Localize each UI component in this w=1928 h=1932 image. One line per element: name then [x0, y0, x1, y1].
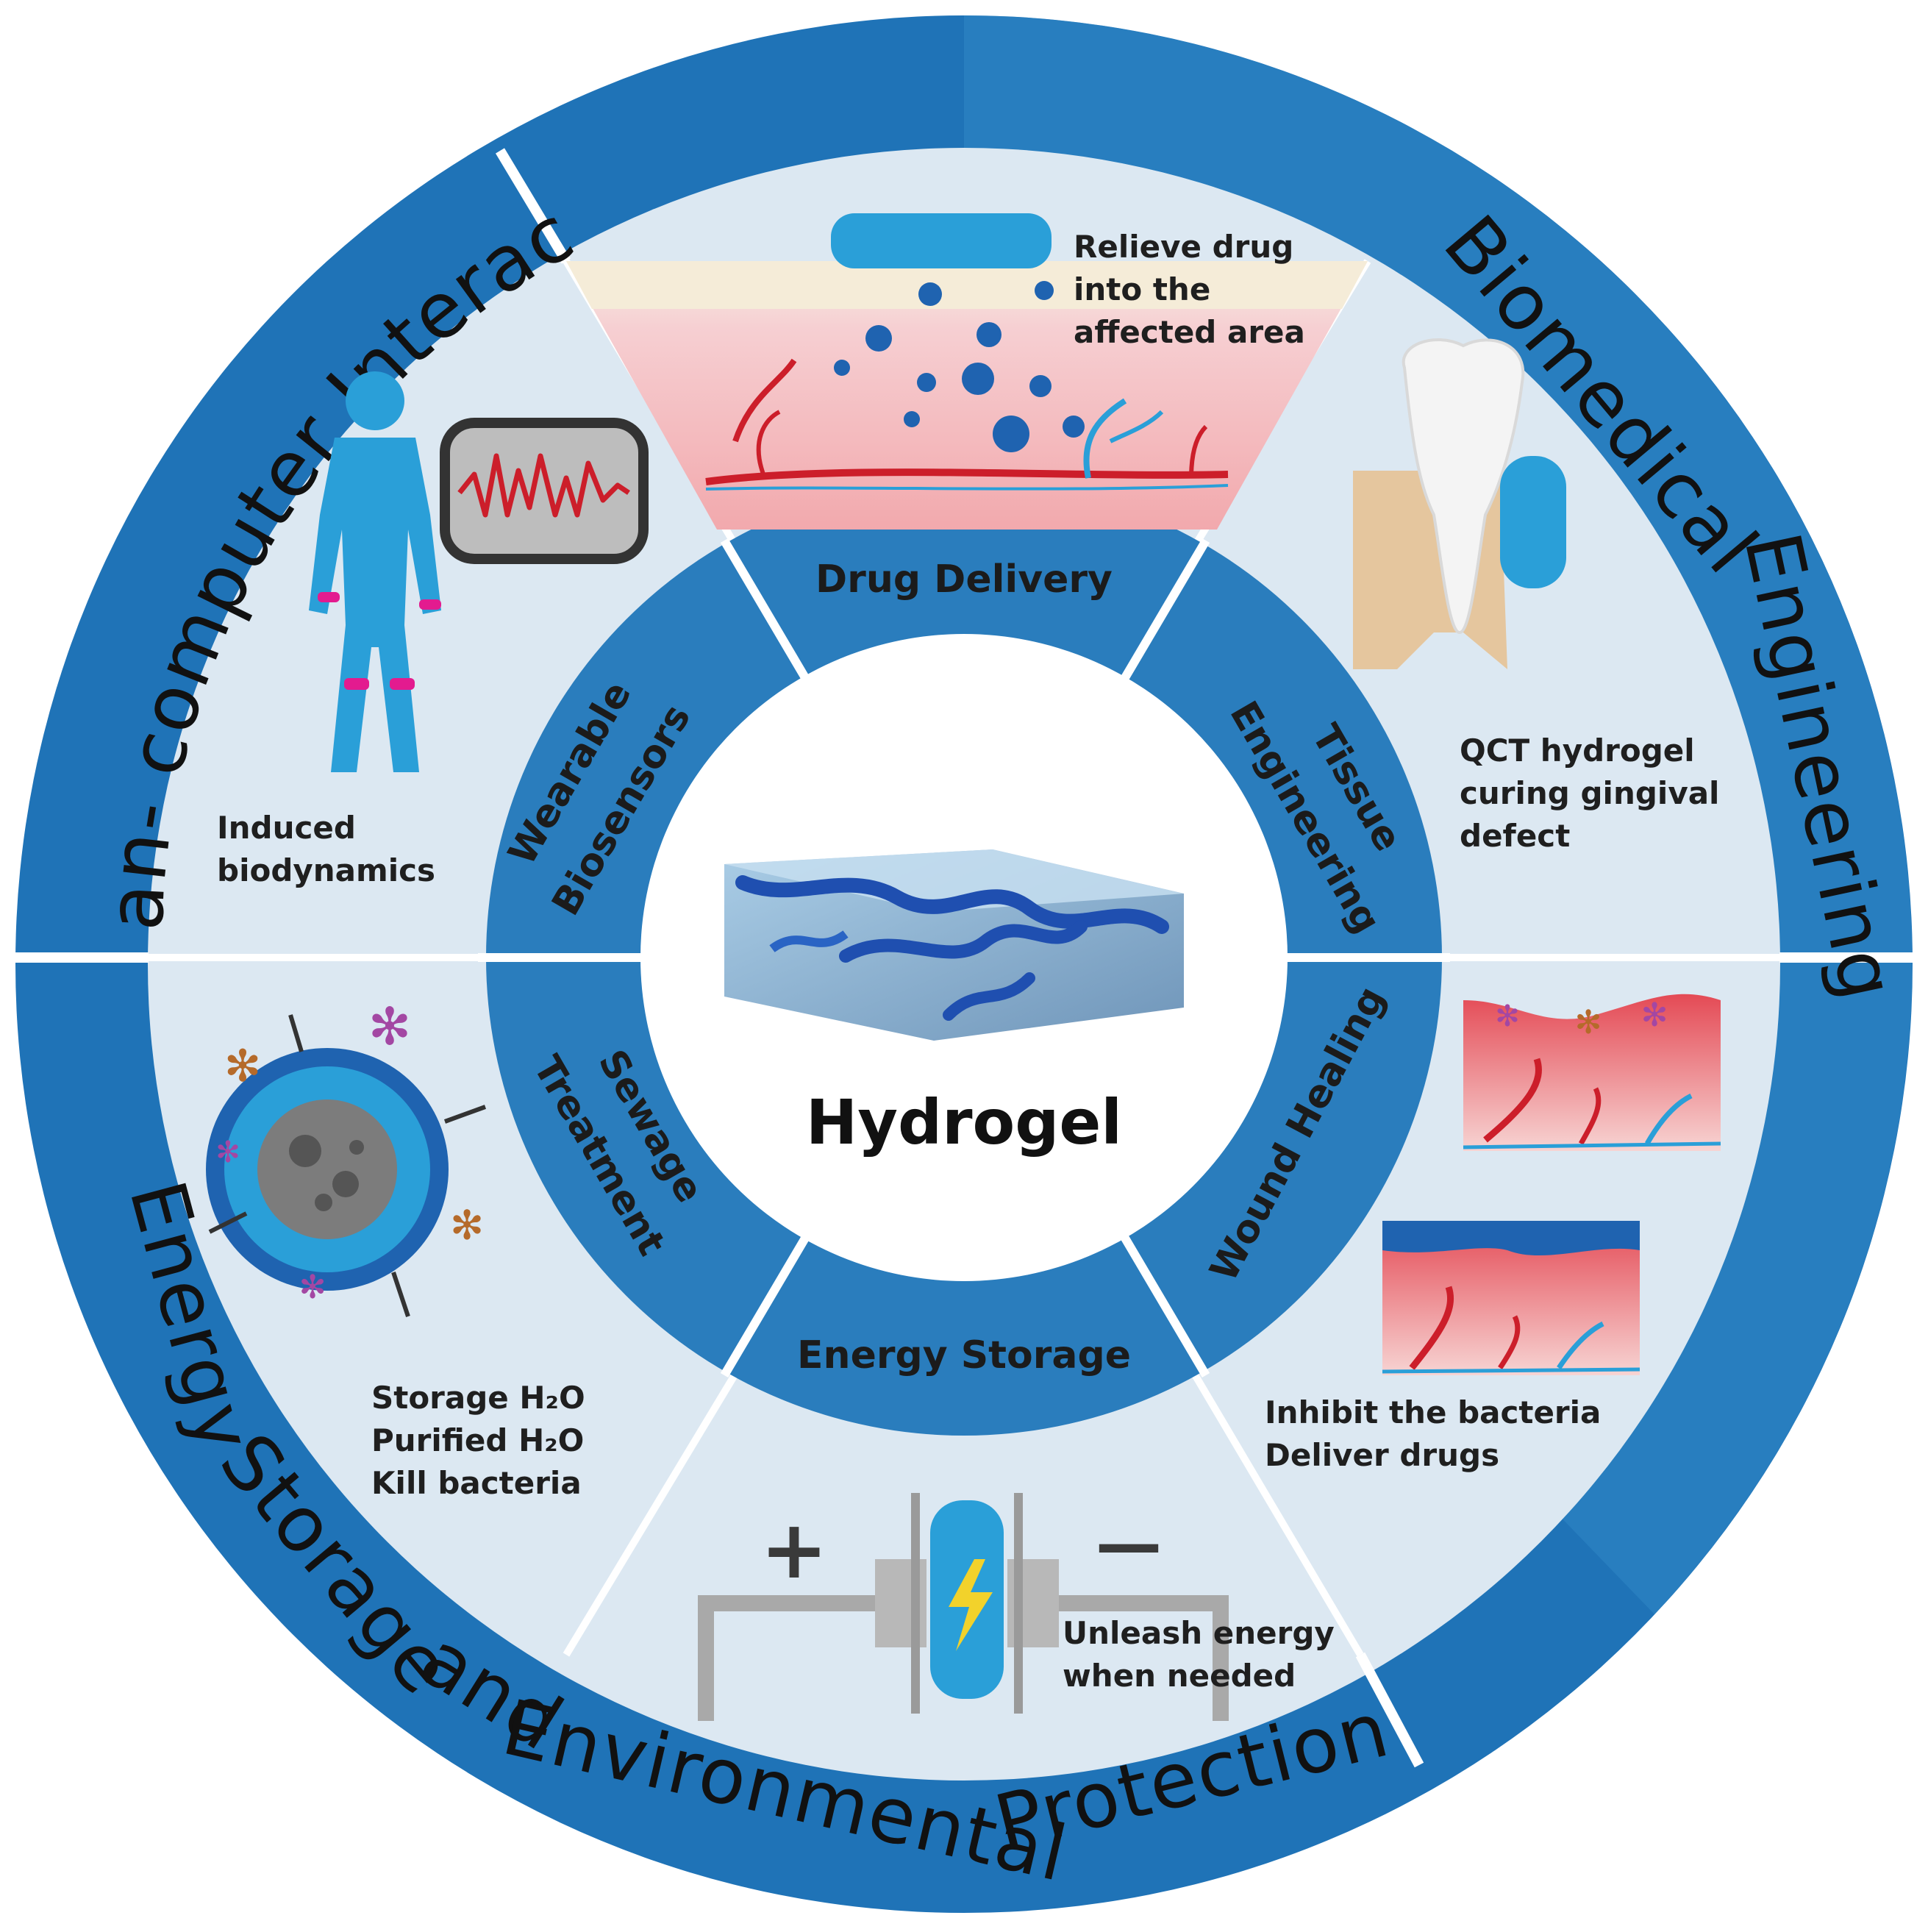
bacteria-icon-purple-3: ✻	[299, 1269, 326, 1306]
center-title: Hydrogel	[806, 1086, 1122, 1158]
hydrogel-implant-icon	[1500, 456, 1566, 588]
note-energy-line1: Unleash energy	[1063, 1615, 1335, 1651]
note-energy-line2: when needed	[1063, 1658, 1296, 1694]
note-wearable-line1: Induced	[217, 810, 356, 846]
note-wearable-line2: biodynamics	[217, 852, 435, 888]
note-sewage-line2: Purified H₂O	[371, 1422, 584, 1458]
note-wound-line2: Deliver drugs	[1265, 1437, 1499, 1473]
bacteria-icon-1: ✻	[1495, 999, 1520, 1033]
note-sewage-line1: Storage H₂O	[371, 1380, 585, 1416]
drug-patch-icon	[831, 213, 1052, 268]
note-sewage-line3: Kill bacteria	[371, 1465, 582, 1501]
note-drug-line1: Relieve drug	[1074, 229, 1293, 265]
bacteria-icon-2: ✻	[1575, 1004, 1602, 1041]
note-tissue-line2: curing gingival	[1460, 775, 1719, 811]
note-drug-line2: into the	[1074, 271, 1210, 307]
plus-icon: +	[760, 1503, 828, 1597]
ring-label-energy-storage: Energy Storage	[797, 1333, 1131, 1377]
note-wound-line1: Inhibit the bacteria	[1265, 1394, 1601, 1430]
bacteria-icon-brown-1: ✻	[224, 1041, 261, 1092]
note-drug-line3: affected area	[1074, 314, 1305, 350]
bacteria-icon-brown-2: ✻	[450, 1202, 484, 1249]
bacteria-icon-3: ✻	[1641, 997, 1668, 1034]
bacteria-icon-purple-1: ✻	[368, 997, 412, 1057]
bacteria-icon-purple-2: ✻	[215, 1136, 240, 1169]
note-tissue-line3: defect	[1460, 818, 1570, 854]
minus-icon: —	[1096, 1505, 1162, 1583]
ring-label-drug-delivery: Drug Delivery	[815, 557, 1113, 602]
note-tissue-line1: QCT hydrogel	[1460, 732, 1695, 769]
